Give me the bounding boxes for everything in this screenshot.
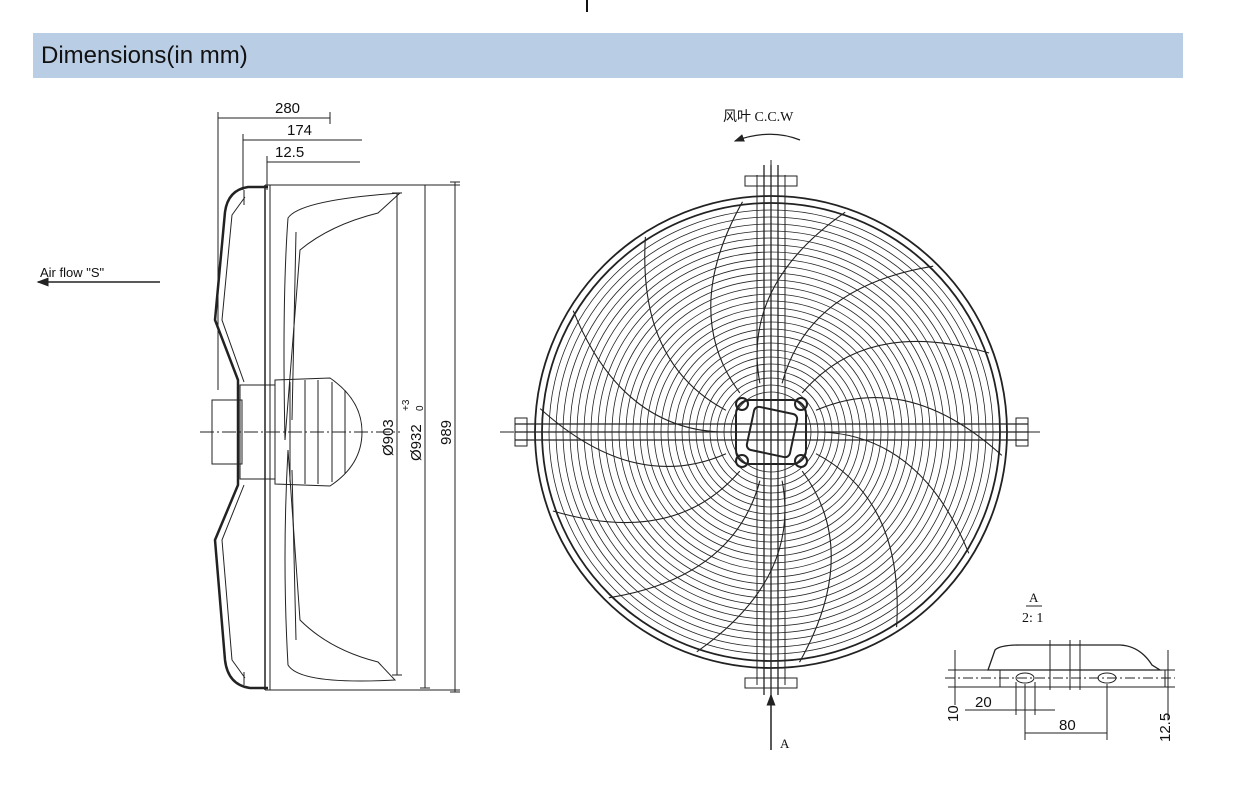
- top-tick-mark: [586, 0, 588, 12]
- blade-outline: [552, 470, 741, 524]
- guard-frame: [213, 185, 268, 690]
- blade-outline: [608, 480, 761, 599]
- rotation-arrow: [733, 133, 801, 142]
- detail-dim-20: 20: [975, 694, 992, 711]
- airflow-label: Air flow "S": [40, 265, 105, 280]
- motor-body: [274, 377, 363, 487]
- blade-outline: [539, 408, 727, 468]
- section-marker-a: A: [780, 736, 790, 751]
- dia-932-label: Ø932: [408, 424, 425, 461]
- front-view: [500, 133, 1040, 750]
- blade-outline: [781, 265, 934, 384]
- blade-outlines: [539, 201, 1003, 663]
- dia-932-tol-plus: +3: [401, 399, 412, 411]
- side-view: [36, 112, 460, 693]
- blade-lower: [284, 449, 397, 682]
- section-title: Dimensions(in mm): [41, 42, 248, 69]
- blade-outline: [799, 470, 832, 663]
- detail-part: [987, 644, 1163, 671]
- blade-outline: [815, 396, 1003, 456]
- dim-12-5-label: 12.5: [275, 144, 304, 161]
- detail-title-letter: A: [1029, 590, 1039, 605]
- dim-989-label: 989: [438, 420, 455, 445]
- blade-outline: [820, 431, 970, 554]
- dia-932-tol-zero: 0: [415, 405, 426, 411]
- dim-174-label: 174: [287, 122, 312, 139]
- blade-outline: [801, 340, 990, 394]
- blade-outline: [644, 236, 727, 411]
- section-header: Dimensions(in mm): [33, 33, 1183, 78]
- blade-outline: [815, 453, 898, 628]
- blade-outline: [572, 310, 722, 433]
- blade-upper: [283, 192, 402, 441]
- detail-scale: 2: 1: [1022, 611, 1043, 626]
- detail-dim-12-5: 12.5: [1157, 713, 1174, 742]
- detail-view: [945, 605, 1175, 740]
- blade-outline: [710, 201, 743, 394]
- detail-dim-10: 10: [945, 705, 962, 722]
- motor-plate: [735, 399, 807, 465]
- motor-front: [211, 399, 243, 465]
- rotation-label: 风叶 C.C.W: [723, 109, 794, 125]
- slot-left: [1015, 672, 1035, 684]
- detail-dim-80: 80: [1059, 717, 1076, 734]
- dia-903-label: Ø903: [380, 419, 397, 456]
- terminal-box: [745, 405, 799, 459]
- dim-280-label: 280: [275, 100, 300, 117]
